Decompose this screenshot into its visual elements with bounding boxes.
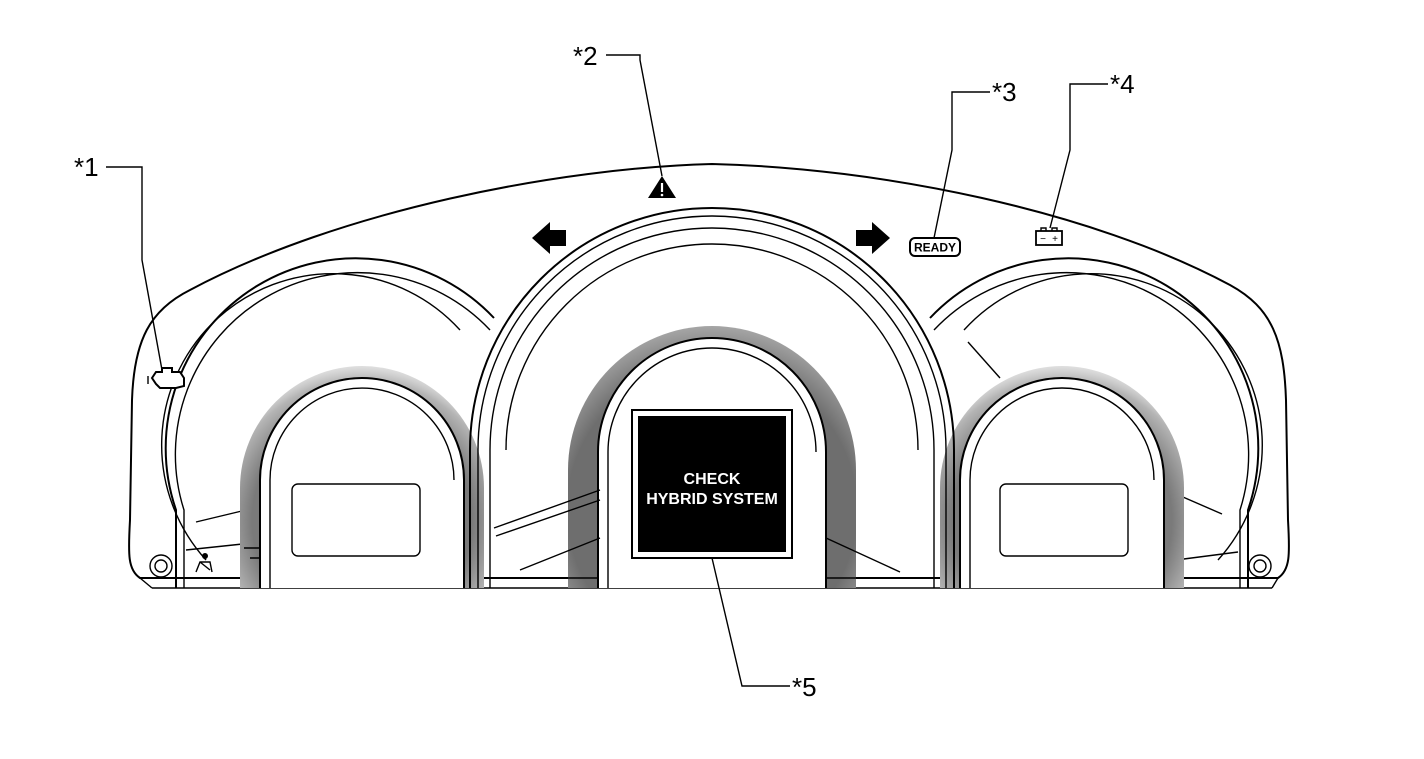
charge-warning-icon: − + — [1035, 227, 1063, 246]
right-lcd-window — [999, 483, 1129, 557]
cluster-housing — [128, 162, 1290, 579]
ready-label: READY — [914, 241, 956, 255]
callout-label-5: *5 — [792, 672, 817, 702]
right-gauge — [929, 257, 1264, 588]
mounting-hole-left — [149, 554, 173, 578]
leader-line-3 — [933, 91, 990, 239]
display-line-2: HYBRID SYSTEM — [646, 491, 778, 508]
callout-label-2: *2 — [573, 41, 598, 71]
seat-belt-icon — [195, 553, 213, 573]
callout-label-4: *4 — [1110, 69, 1135, 99]
master-warning-icon — [648, 176, 676, 198]
right-display-hood — [959, 377, 1165, 588]
callout-label-1: *1 — [74, 152, 99, 182]
multi-information-display: CHECK HYBRID SYSTEM — [631, 409, 793, 559]
svg-text:+: + — [1052, 234, 1058, 245]
turn-right-arrow-icon — [856, 222, 890, 254]
leader-line-1 — [106, 166, 163, 371]
left-lcd-window — [291, 483, 421, 557]
left-gauge — [160, 257, 495, 588]
leader-line-4 — [1049, 83, 1108, 229]
left-display-hood — [259, 377, 465, 588]
mounting-hole-right — [1248, 554, 1272, 578]
leader-line-5 — [711, 557, 790, 687]
check-engine-icon — [147, 367, 185, 389]
leader-line-2 — [606, 54, 663, 177]
turn-left-arrow-icon — [532, 222, 566, 254]
svg-text:−: − — [1040, 234, 1046, 245]
callout-label-3: *3 — [992, 77, 1017, 107]
ready-indicator-icon: READY — [909, 237, 961, 257]
display-line-1: CHECK — [684, 471, 741, 488]
